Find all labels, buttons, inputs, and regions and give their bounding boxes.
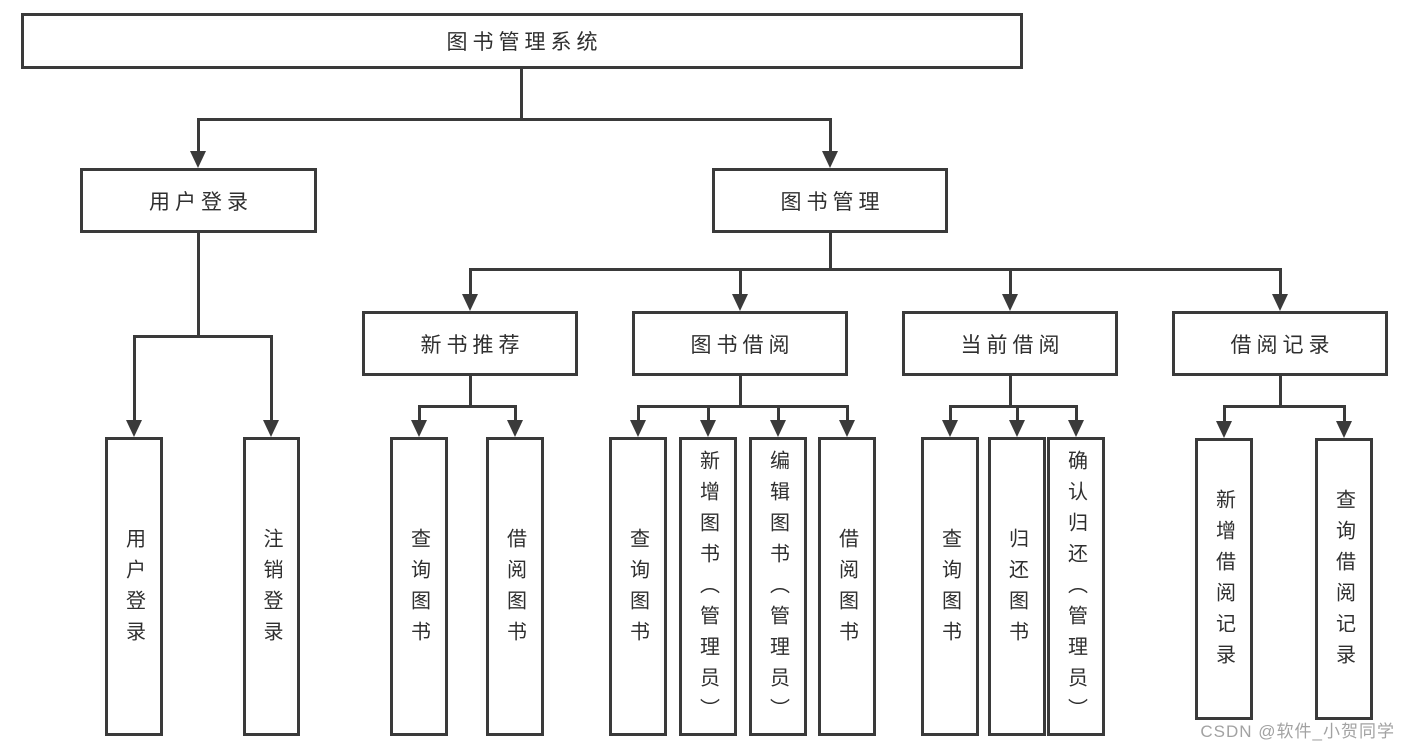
connector-root-drop — [520, 69, 523, 118]
leaf-borrow-book-recommend: 借阅图书 — [486, 437, 544, 736]
leaf-query-book-borrow: 查询图书 — [609, 437, 667, 736]
connector-newbook-drop — [469, 376, 472, 407]
connector-bookmgmt-arm — [1009, 268, 1012, 294]
arrowhead-icon — [411, 420, 427, 437]
leaf-edit-book-admin: 编辑图书（管理员） — [749, 437, 807, 736]
connector-userlogin-arm — [270, 335, 273, 420]
leaf-borrow-book: 借阅图书 — [818, 437, 876, 736]
connector-records-arm — [1343, 405, 1346, 421]
leaf-return-book: 归还图书 — [988, 437, 1046, 736]
connector-current-drop — [1009, 376, 1012, 407]
connector-userlogin-drop — [197, 233, 200, 338]
connector-current-branch — [949, 405, 1078, 408]
connector-bookmgmt-drop — [829, 233, 832, 270]
connector-root-branch — [197, 118, 831, 121]
arrowhead-icon — [1002, 294, 1018, 311]
arrowhead-icon — [732, 294, 748, 311]
node-current-borrow: 当前借阅 — [902, 311, 1118, 376]
node-user-login: 用户登录 — [80, 168, 317, 233]
arrowhead-icon — [190, 151, 206, 168]
connector-borrow-branch — [637, 405, 848, 408]
leaf-query-book-recommend: 查询图书 — [390, 437, 448, 736]
connector-current-arm — [1016, 405, 1019, 420]
connector-newbook-arm — [418, 405, 421, 420]
arrowhead-icon — [700, 420, 716, 437]
connector-borrow-drop — [739, 376, 742, 407]
leaf-add-book-admin: 新增图书（管理员） — [679, 437, 737, 736]
leaf-query-book-current: 查询图书 — [921, 437, 979, 736]
arrowhead-icon — [822, 151, 838, 168]
arrowhead-icon — [263, 420, 279, 437]
leaf-confirm-return-admin: 确认归还（管理员） — [1047, 437, 1105, 736]
arrowhead-icon — [770, 420, 786, 437]
connector-newbook-branch — [418, 405, 517, 408]
arrowhead-icon — [462, 294, 478, 311]
arrowhead-icon — [942, 420, 958, 437]
connector-bookmgmt-arm — [469, 268, 472, 294]
arrowhead-icon — [1216, 421, 1232, 438]
connector-borrow-arm — [777, 405, 780, 420]
arrowhead-icon — [630, 420, 646, 437]
csdn-watermark: CSDN @软件_小贺同学 — [1200, 722, 1395, 741]
connector-userlogin-branch — [133, 335, 273, 338]
connector-newbook-arm — [514, 405, 517, 420]
arrowhead-icon — [1068, 420, 1084, 437]
connector-records-drop — [1279, 376, 1282, 407]
connector-bookmgmt-arm — [1279, 268, 1282, 294]
leaf-logout: 注销登录 — [243, 437, 300, 736]
node-new-book-recommend: 新书推荐 — [362, 311, 578, 376]
arrowhead-icon — [1272, 294, 1288, 311]
connector-borrow-arm — [846, 405, 849, 420]
connector-root-arm-left — [197, 118, 200, 151]
connector-current-arm — [949, 405, 952, 420]
arrowhead-icon — [507, 420, 523, 437]
connector-records-arm — [1223, 405, 1226, 421]
connector-records-branch — [1223, 405, 1345, 408]
node-borrow-records: 借阅记录 — [1172, 311, 1388, 376]
connector-bookmgmt-branch — [469, 268, 1281, 271]
connector-root-arm-right — [829, 118, 832, 151]
node-root: 图书管理系统 — [21, 13, 1023, 69]
leaf-user-login: 用户登录 — [105, 437, 163, 736]
connector-borrow-arm — [637, 405, 640, 420]
connector-borrow-arm — [707, 405, 710, 420]
arrowhead-icon — [839, 420, 855, 437]
arrowhead-icon — [1009, 420, 1025, 437]
arrowhead-icon — [126, 420, 142, 437]
leaf-query-borrow-record: 查询借阅记录 — [1315, 438, 1373, 720]
connector-bookmgmt-arm — [739, 268, 742, 294]
arrowhead-icon — [1336, 421, 1352, 438]
node-book-borrow: 图书借阅 — [632, 311, 848, 376]
leaf-add-borrow-record: 新增借阅记录 — [1195, 438, 1253, 720]
connector-current-arm — [1075, 405, 1078, 420]
node-book-management: 图书管理 — [712, 168, 948, 233]
connector-userlogin-arm — [133, 335, 136, 420]
